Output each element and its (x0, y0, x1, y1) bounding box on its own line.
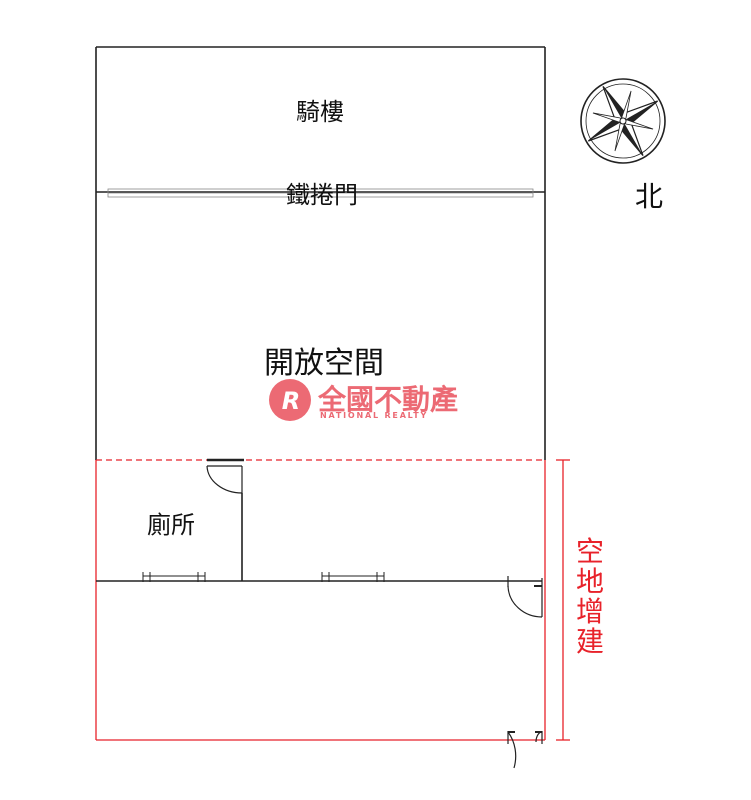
logo-badge-icon (269, 379, 311, 421)
label-north: 北 (635, 180, 663, 213)
compass-rose-icon (580, 78, 666, 164)
extension-outline (95, 459, 546, 741)
window-right (321, 572, 385, 582)
label-arcade: 騎樓 (296, 98, 344, 126)
label-open-space: 開放空間 (264, 346, 384, 381)
exit-door (507, 731, 543, 769)
extension-dimension-line (556, 459, 570, 741)
label-toilet: 廁所 (147, 511, 195, 539)
extension-label-char: 地 (576, 565, 604, 598)
extension-label-char: 增 (576, 595, 604, 628)
rolling-door-track (107, 188, 534, 198)
extension-label-char: 空 (576, 535, 604, 568)
logo-letter: R (282, 387, 300, 415)
extension-label-char: 建 (576, 625, 604, 658)
building-walls (95, 46, 546, 460)
extension-label: 空 地 增 建 (576, 535, 604, 658)
watermark-logo: R 全國不動產 NATIONAL REALTY (269, 379, 458, 421)
label-rolling-door: 鐵捲門 (286, 181, 358, 209)
toilet-door (206, 465, 243, 494)
watermark-brand-en: NATIONAL REALTY (320, 411, 428, 420)
watermark-brand-cn: 全國不動產 (317, 383, 458, 416)
window-left (142, 572, 206, 582)
side-door-upper (507, 576, 543, 618)
